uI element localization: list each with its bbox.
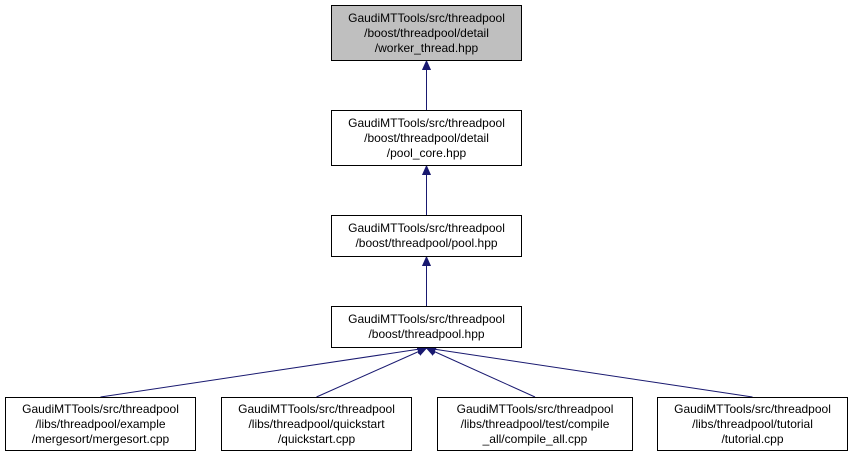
node-label-line: /pool_core.hpp [386,145,467,160]
node-label-line: /libs/threadpool/example [35,416,166,431]
edge-compile_all-to-threadpool [427,348,536,398]
node-label-line: /boost/threadpool/detail [364,25,489,40]
node-label-line: _all/compile_all.cpp [482,431,588,446]
node-pool_core[interactable]: GaudiMTTools/src/threadpool/boost/thread… [331,110,522,166]
edges-layer [100,61,753,398]
node-label-line: /mergesort/mergesort.cpp [31,431,170,446]
node-label-line: /tutorial.cpp [721,431,784,446]
node-label-line: /libs/threadpool/quickstart [248,416,385,431]
node-threadpool[interactable]: GaudiMTTools/src/threadpool/boost/thread… [331,306,522,348]
node-label-line: /boost/threadpool.hpp [368,327,485,341]
node-label-line: GaudiMTTools/src/threadpool [456,401,614,416]
node-quickstart[interactable]: GaudiMTTools/src/threadpool/libs/threadp… [221,397,412,451]
node-pool[interactable]: GaudiMTTools/src/threadpool/boost/thread… [331,215,522,257]
node-compile_all[interactable]: GaudiMTTools/src/threadpool/libs/threadp… [437,397,633,451]
edge-tutorial-to-threadpool [427,348,753,398]
node-label-line: GaudiMTTools/src/threadpool [348,115,505,130]
node-label-line: GaudiMTTools/src/threadpool [22,401,179,416]
node-label-line: GaudiMTTools/src/threadpool [674,401,831,416]
node-label-line: GaudiMTTools/src/threadpool [348,312,505,326]
edge-mergesort-to-threadpool [100,348,427,398]
node-label-line: /worker_thread.hpp [374,40,479,55]
node-label-line: /boost/threadpool/detail [364,130,489,145]
node-label-line: GaudiMTTools/src/threadpool [238,401,395,416]
node-tutorial[interactable]: GaudiMTTools/src/threadpool/libs/threadp… [657,397,848,451]
node-label-line: /libs/threadpool/test/compile [460,416,610,431]
node-label-line: GaudiMTTools/src/threadpool [348,10,505,25]
node-label-line: /quickstart.cpp [277,431,356,446]
node-mergesort[interactable]: GaudiMTTools/src/threadpool/libs/threadp… [5,397,196,451]
node-label-line: GaudiMTTools/src/threadpool [348,221,505,235]
node-label-line: /boost/threadpool/pool.hpp [355,236,498,250]
edge-quickstart-to-threadpool [316,348,427,398]
node-worker_thread[interactable]: GaudiMTTools/src/threadpool/boost/thread… [331,5,522,61]
node-label-line: /libs/threadpool/tutorial [692,416,813,431]
